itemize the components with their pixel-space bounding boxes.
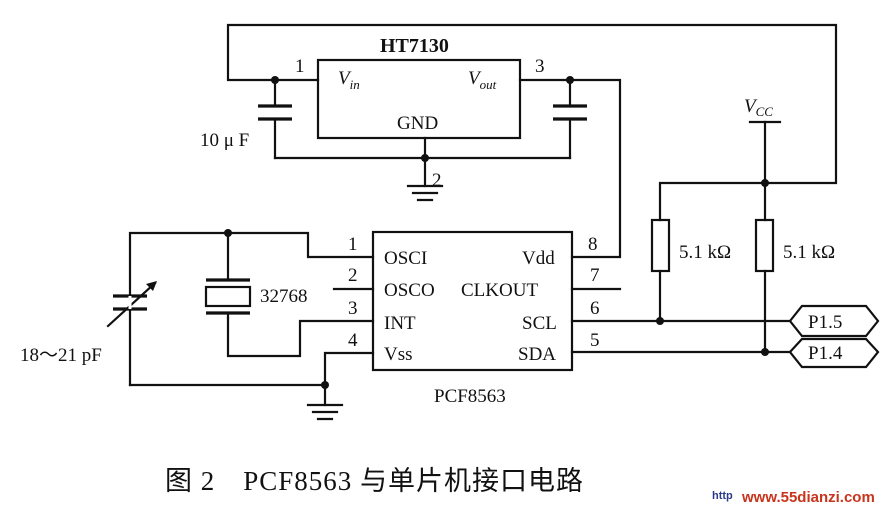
resistor-sda-pullup [754, 218, 775, 273]
port-p15 [788, 304, 880, 338]
crystal-body [204, 285, 252, 308]
rtc-pin7-number: 7 [590, 265, 600, 286]
ground-symbol-rtc [306, 403, 344, 421]
rtc-name: PCF8563 [434, 386, 506, 407]
rtc-pin-int: INT [384, 313, 416, 334]
regulator-name: HT7130 [380, 35, 449, 57]
regulator-pin2: 2 [432, 170, 442, 191]
wire-vin-loop [226, 23, 838, 185]
wire-vss [128, 351, 375, 387]
cap-in-value: 10 μ F [200, 130, 249, 151]
regulator-pin1: 1 [295, 56, 305, 77]
rtc-pin-clkout: CLKOUT [461, 280, 538, 301]
regulator-body [316, 58, 522, 140]
rtc-pin2-number: 2 [348, 265, 358, 286]
rtc-pin-vss: Vss [384, 344, 413, 365]
regulator-pin3: 3 [535, 56, 545, 77]
rtc-pin-sda: SDA [518, 344, 556, 365]
watermark-prefix: http [712, 490, 733, 502]
rtc-pin5-number: 5 [590, 330, 600, 351]
resistor-scl-value: 5.1 kΩ [679, 242, 731, 263]
resistor-sda-value: 5.1 kΩ [783, 242, 835, 263]
regulator-gnd-label: GND [397, 113, 438, 134]
rtc-pin1-number: 1 [348, 234, 358, 255]
trim-cap-value: 18～21 pF [20, 345, 102, 366]
port-p14 [788, 337, 880, 369]
rtc-body [371, 230, 574, 372]
rtc-pin8-number: 8 [588, 234, 598, 255]
junction-scl [656, 317, 664, 325]
watermark-site: www.55dianzi.com [741, 489, 875, 506]
rtc-pin4-number: 4 [348, 330, 358, 351]
rtc-pin6-number: 6 [590, 298, 600, 319]
regulator-vout-label: Vout [468, 68, 497, 92]
wire-int-crystal [226, 316, 375, 358]
junction-gnd [421, 154, 429, 162]
port-p14-label: P1.4 [808, 343, 843, 364]
wire-vcc-left [658, 181, 767, 222]
junction-sda [761, 348, 769, 356]
ground-symbol-regulator [406, 184, 444, 202]
figure-caption: 图 2 PCF8563 与单片机接口电路 [165, 466, 584, 496]
resistor-scl-pullup [650, 218, 671, 273]
rtc-pin-vdd: Vdd [522, 248, 555, 269]
crystal-value: 32768 [260, 286, 308, 307]
regulator-vin-label: Vin [338, 68, 360, 92]
rtc-pin-scl: SCL [522, 313, 557, 334]
wire-vout-to-vdd [568, 78, 622, 259]
rtc-pin-osco: OSCO [384, 280, 435, 301]
rtc-pin3-number: 3 [348, 298, 358, 319]
vcc-label: VCC [744, 96, 773, 119]
rtc-pin-osci: OSCI [384, 248, 427, 269]
trim-cap-arrow-head [146, 281, 157, 291]
port-p15-label: P1.5 [808, 312, 842, 333]
wire-osci [128, 231, 375, 387]
